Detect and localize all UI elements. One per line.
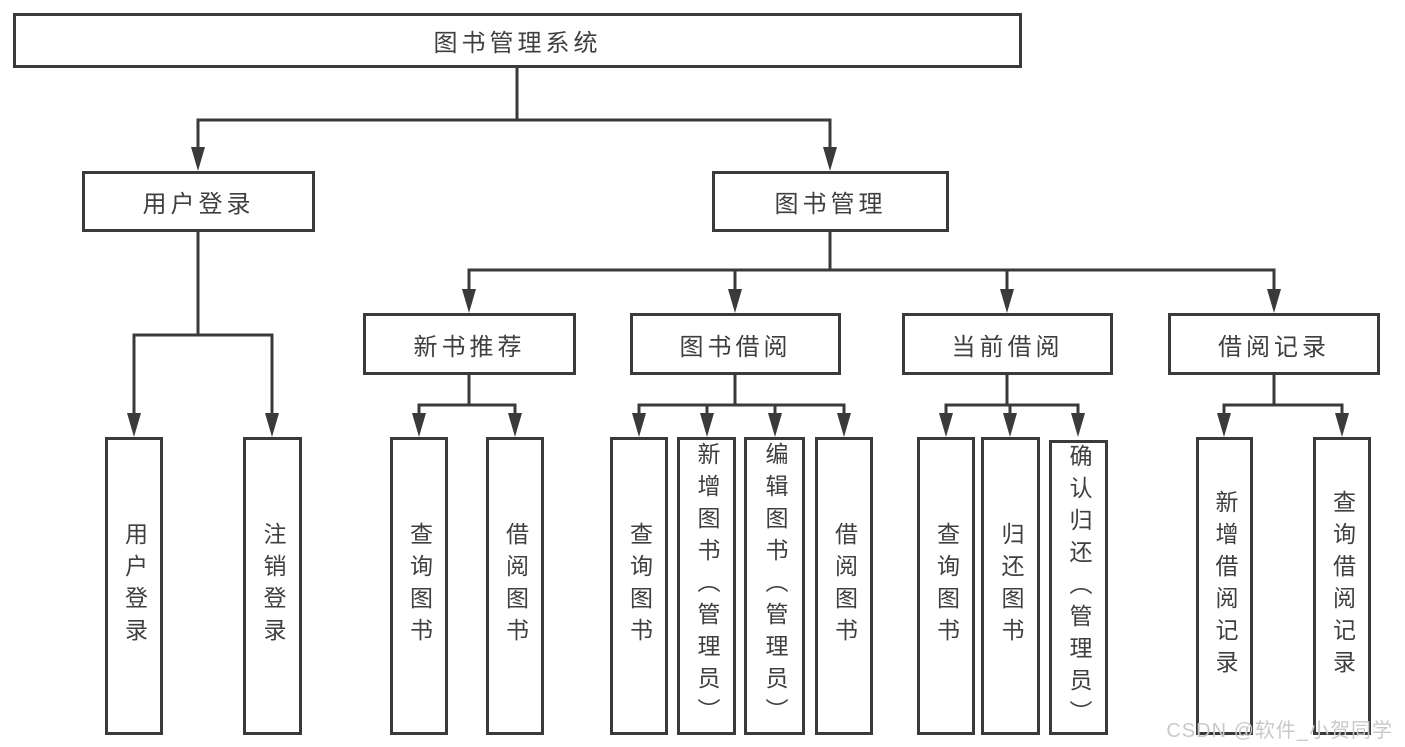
- leaf-borrow-books-recommend: 借阅图书: [486, 437, 544, 735]
- edges-root: [191, 68, 837, 171]
- leaf-logout: 注销登录: [243, 437, 302, 735]
- leaf-query-books-borrowing: 查询图书: [610, 437, 668, 735]
- node-book-borrowing: 图书借阅: [630, 313, 841, 375]
- edges-new-book-recommendation: [412, 375, 522, 437]
- leaf-return-books: 归还图书: [981, 437, 1040, 735]
- edges-current-borrowing: [939, 375, 1085, 437]
- leaf-edit-books-admin: 编辑图书（管理员）: [744, 437, 805, 735]
- node-current-borrowing: 当前借阅: [902, 313, 1113, 375]
- node-user-login: 用户登录: [82, 171, 315, 232]
- leaf-user-login: 用户登录: [105, 437, 163, 735]
- edges-book-management: [462, 232, 1281, 313]
- edges-user-login: [127, 232, 279, 437]
- edges-book-borrowing: [632, 375, 851, 437]
- leaf-confirm-return-admin: 确认归还（管理员）: [1049, 440, 1108, 735]
- leaf-add-borrow-record: 新增借阅记录: [1196, 437, 1253, 735]
- leaf-query-borrow-record: 查询借阅记录: [1313, 437, 1371, 735]
- leaf-query-books-current: 查询图书: [917, 437, 975, 735]
- node-new-book-recommendation: 新书推荐: [363, 313, 576, 375]
- leaf-query-books-recommend: 查询图书: [390, 437, 448, 735]
- node-book-management: 图书管理: [712, 171, 949, 232]
- csdn-watermark: CSDN @软件_小贺同学: [1166, 720, 1393, 742]
- node-library-management-system: 图书管理系统: [13, 13, 1022, 68]
- leaf-add-books-admin: 新增图书（管理员）: [677, 437, 736, 735]
- leaf-borrow-books-borrowing: 借阅图书: [815, 437, 873, 735]
- node-borrowing-records: 借阅记录: [1168, 313, 1380, 375]
- edges-borrowing-records: [1217, 375, 1349, 437]
